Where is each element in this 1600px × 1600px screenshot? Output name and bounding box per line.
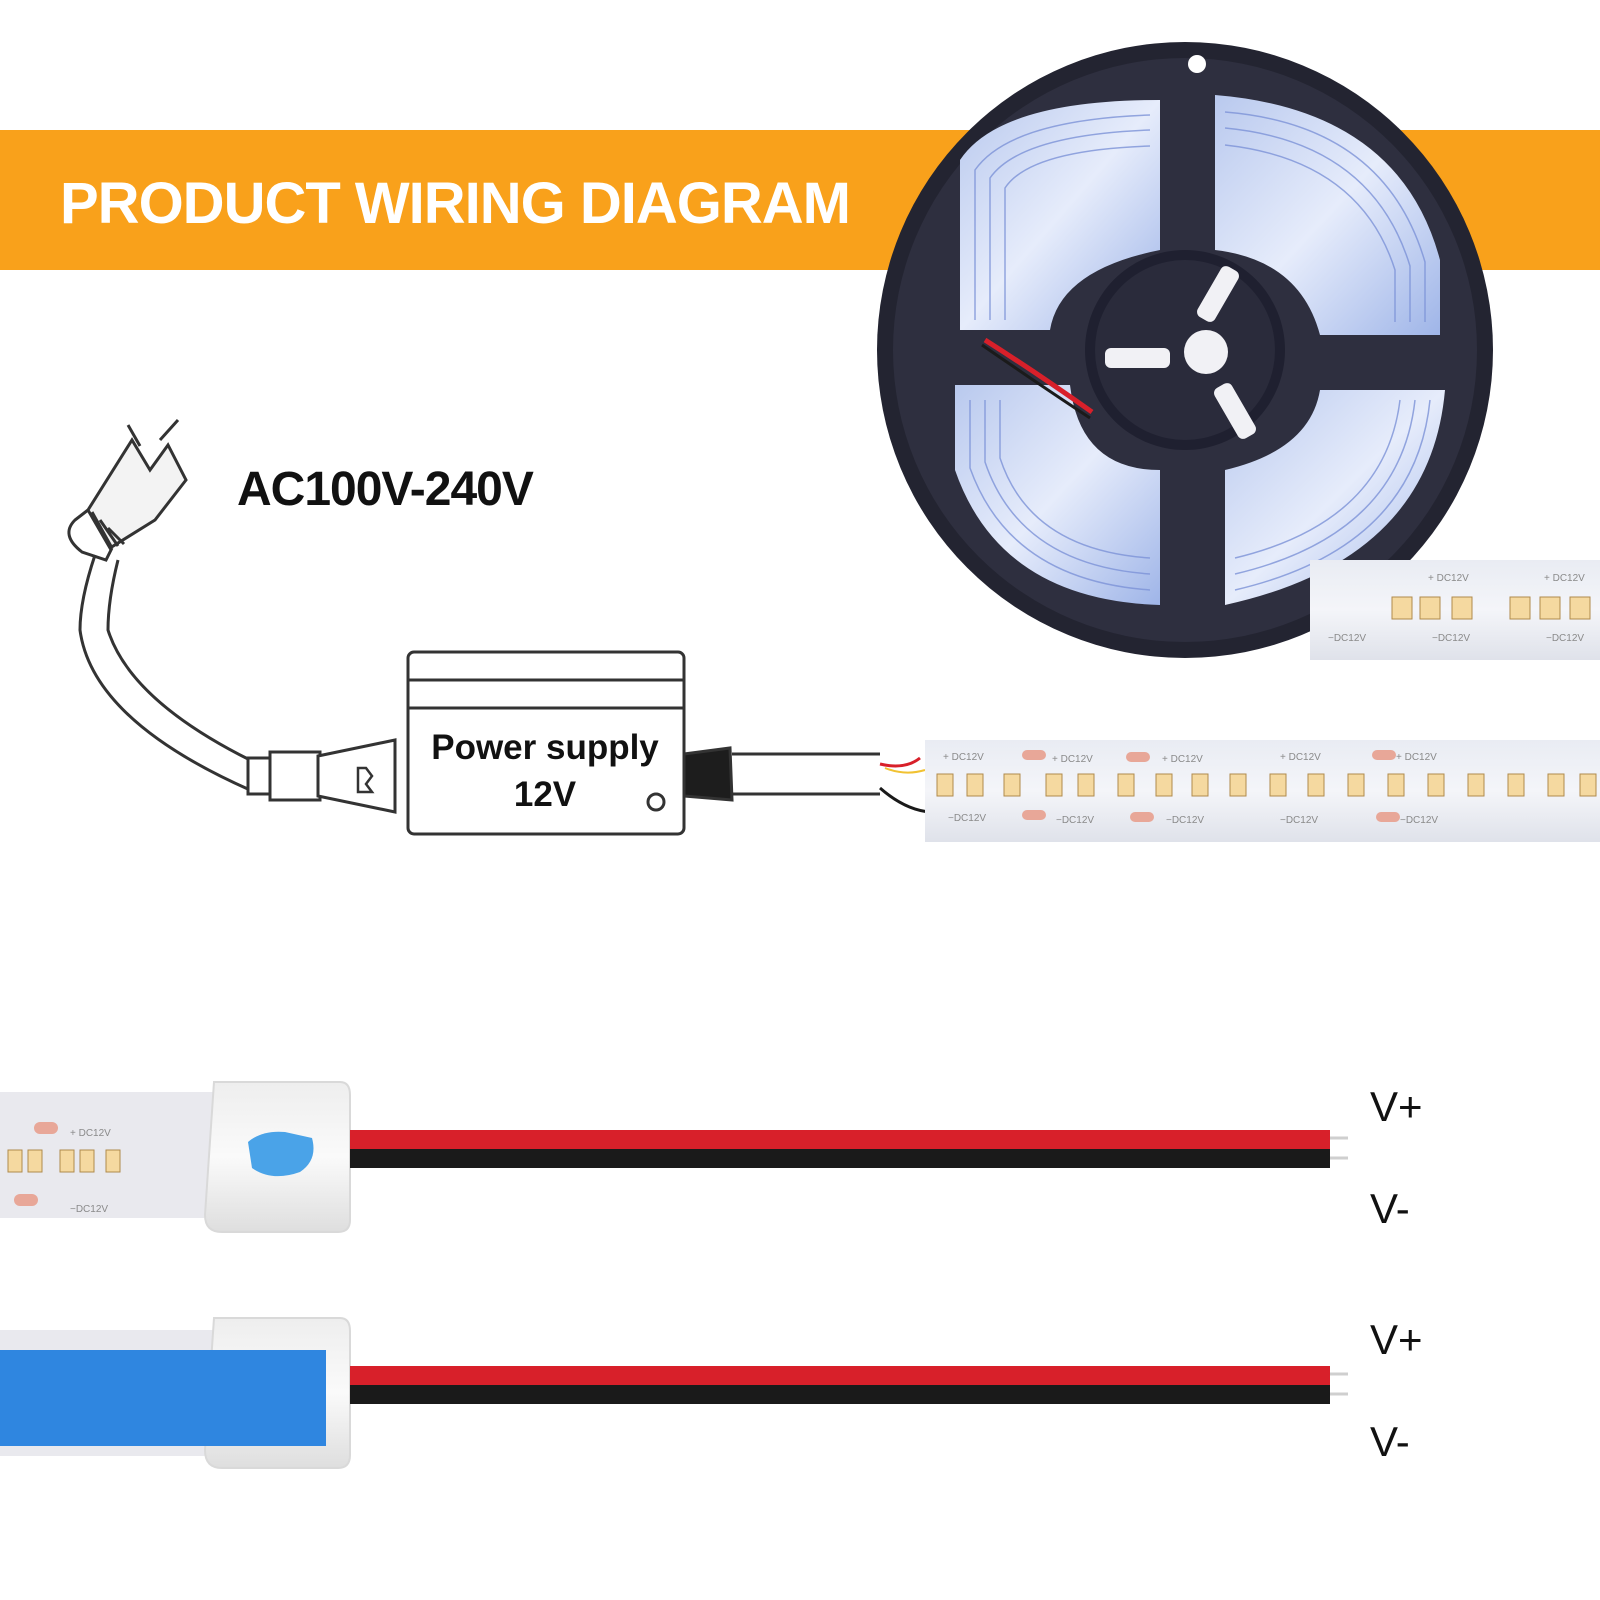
svg-text:−DC12V: −DC12V (1056, 815, 1094, 826)
led-strip-segment-main: + DC12V + DC12V + DC12V + DC12V + DC12V … (925, 740, 1600, 842)
wiring-end-2 (0, 1317, 351, 1469)
svg-text:+ DC12V: + DC12V (943, 752, 984, 763)
svg-text:+ DC12V: + DC12V (1162, 754, 1203, 765)
positive-wire-label-2: V+ (1370, 1316, 1423, 1363)
power-supply-voltage: 12V (513, 775, 577, 814)
ac-plug-icon (67, 418, 251, 792)
positive-wire-label-1: V+ (1370, 1083, 1423, 1130)
reel-coil-windings (955, 95, 1445, 605)
svg-text:+ DC12V: + DC12V (1280, 752, 1321, 763)
svg-text:−DC12V: −DC12V (1432, 633, 1470, 644)
svg-text:−DC12V: −DC12V (1166, 815, 1204, 826)
svg-text:−DC12V: −DC12V (1280, 815, 1318, 826)
svg-text:−DC12V: −DC12V (1400, 815, 1438, 826)
output-connector (682, 746, 931, 814)
wire-pair-2 (350, 1366, 1348, 1404)
svg-text:+ DC12V: + DC12V (1052, 754, 1093, 765)
negative-wire-label-2: V- (1370, 1418, 1410, 1465)
svg-text:+ DC12V: + DC12V (1396, 752, 1437, 763)
svg-text:−DC12V: −DC12V (948, 813, 986, 824)
svg-text:−DC12V: −DC12V (70, 1204, 108, 1215)
led-strip-segment-upper: + DC12V + DC12V −DC12V −DC12V −DC12V (1310, 560, 1600, 660)
svg-text:+ DC12V: + DC12V (70, 1128, 111, 1139)
svg-text:−DC12V: −DC12V (1546, 633, 1584, 644)
page-title: PRODUCT WIRING DIAGRAM (60, 171, 851, 236)
power-supply-label: Power supply (431, 728, 659, 767)
svg-text:+ DC12V: + DC12V (1428, 573, 1469, 584)
input-connector (246, 738, 397, 814)
led-strip-reel (877, 42, 1493, 658)
svg-text:+ DC12V: + DC12V (1544, 573, 1585, 584)
power-supply-box (406, 650, 686, 836)
wiring-end-1: + DC12V −DC12V (0, 1081, 351, 1233)
wire-pair-1 (350, 1130, 1348, 1168)
svg-text:−DC12V: −DC12V (1328, 633, 1366, 644)
negative-wire-label-1: V- (1370, 1185, 1410, 1232)
ac-input-voltage-label: AC100V-240V (237, 463, 534, 516)
